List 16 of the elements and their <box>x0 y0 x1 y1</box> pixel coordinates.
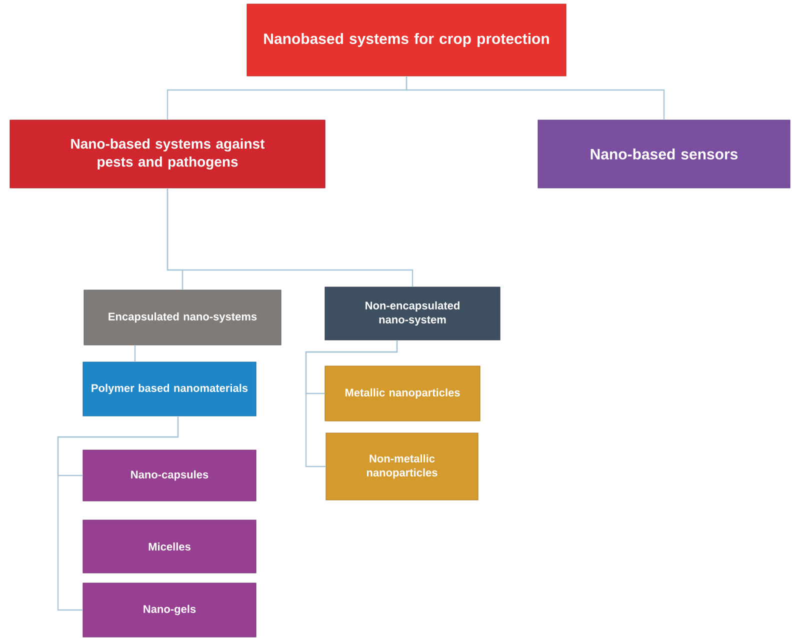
connector-line <box>134 345 136 362</box>
title-box: Nanobased systems for crop protection <box>246 4 566 76</box>
connector-line <box>305 340 398 468</box>
system-box: Nano-capsules <box>82 450 256 502</box>
connector-line <box>406 76 665 120</box>
connector-line <box>57 416 179 611</box>
particle-box: Non-metallic nanoparticles <box>326 432 478 500</box>
system-box: Nano-gels <box>82 582 256 638</box>
system-box: Micelles <box>82 520 256 574</box>
particle-box: Metallic nanoparticles <box>324 366 480 422</box>
category-box: Nano-based systems against pests and pathogens <box>10 120 326 188</box>
subcategory-box: Encapsulated nano-systems <box>84 290 282 346</box>
material-box: Polymer based nanomaterials <box>82 362 256 416</box>
category-box: Nano-based sensors <box>538 120 790 188</box>
connector-line <box>166 188 414 287</box>
subcategory-box: Non-encapsulated nano-system <box>324 286 500 340</box>
